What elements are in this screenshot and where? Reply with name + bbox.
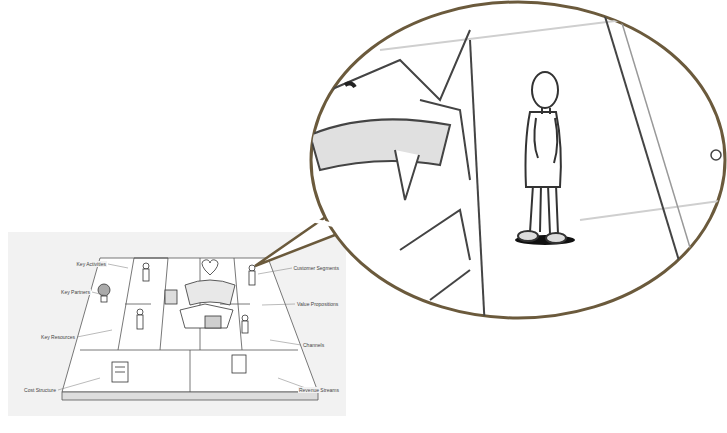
section-label: Revenue Streams <box>298 387 340 393</box>
board-figures <box>98 260 255 382</box>
section-label: Channels <box>302 342 325 348</box>
section-label: Value Propositions <box>296 301 339 307</box>
picture-ground <box>8 232 346 416</box>
section-label: Cost Structure <box>23 387 57 393</box>
person-figure <box>515 72 575 245</box>
section-label: Key Resources <box>40 334 76 340</box>
leader-lines <box>58 264 311 390</box>
section-label: Customer Segments <box>292 265 340 271</box>
zoomed-detail <box>300 0 727 330</box>
section-label: Key Partners <box>60 289 91 295</box>
tail-join <box>312 220 338 226</box>
section-label: Key Activities <box>76 261 107 267</box>
business-model-board <box>62 258 318 400</box>
